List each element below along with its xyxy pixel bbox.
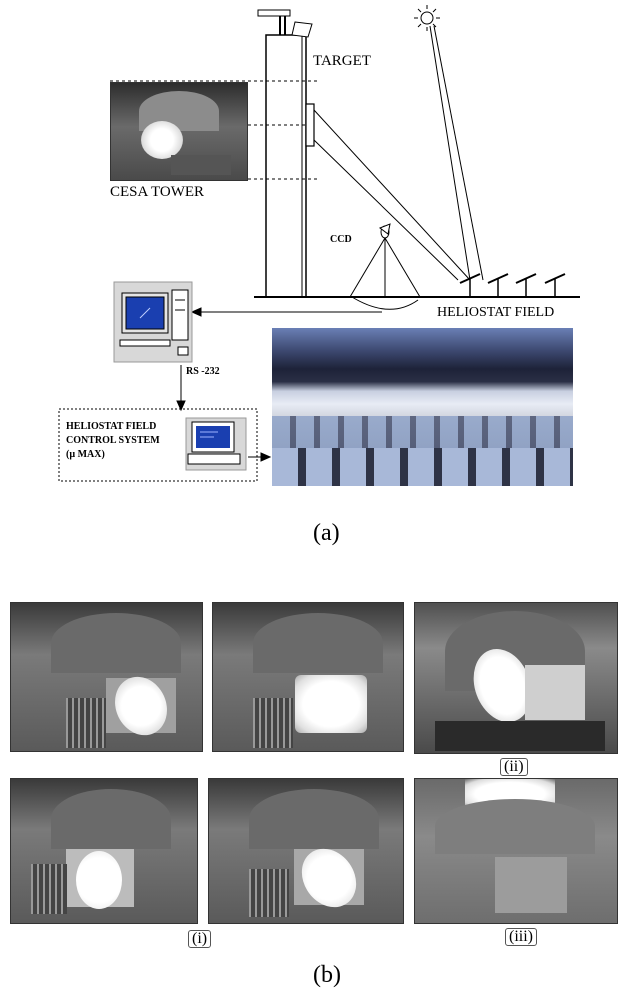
control-arrow-to-field	[248, 452, 272, 462]
caption-a: (a)	[313, 520, 340, 546]
control-system-box	[58, 408, 258, 482]
cesa-tower-label: CESA TOWER	[110, 184, 205, 200]
sun-icon	[414, 5, 440, 31]
rs232-arrow	[176, 365, 186, 412]
ccd-camera-drawing	[349, 223, 421, 310]
reflected-beam	[313, 109, 471, 281]
heliostat-field-label: HELIOSTAT FIELD	[437, 305, 555, 320]
target-label: TARGET	[313, 53, 371, 69]
pc-workstation-icon	[113, 281, 193, 363]
marker-ii: (ii)	[500, 758, 528, 776]
data-arrow-ccd-to-pc	[190, 307, 382, 317]
control-pc-icon	[185, 417, 247, 471]
control-system-label-3: (µ MAX)	[66, 449, 105, 460]
photo-iii	[414, 778, 618, 924]
photo-top-left	[10, 602, 203, 752]
ccd-label: CCD	[330, 234, 352, 245]
sun-rays	[429, 25, 484, 281]
marker-iii: (iii)	[505, 928, 537, 946]
control-system-label-2: CONTROL SYSTEM	[66, 435, 160, 446]
system-diagram	[58, 5, 580, 482]
heliostats-drawing	[459, 273, 566, 297]
photo-i-left	[10, 778, 198, 924]
cesa-tower-photo	[110, 82, 248, 181]
cesa-tower-drawing	[110, 9, 320, 298]
marker-i: (i)	[188, 930, 212, 948]
photo-top-middle	[212, 602, 404, 752]
heliostat-field-photo	[272, 328, 573, 486]
photo-i-right	[208, 778, 404, 924]
rs232-label: RS -232	[186, 366, 220, 377]
control-system-label-1: HELIOSTAT FIELD	[66, 421, 157, 432]
caption-b: (b)	[313, 962, 341, 988]
photo-ii	[414, 602, 618, 754]
